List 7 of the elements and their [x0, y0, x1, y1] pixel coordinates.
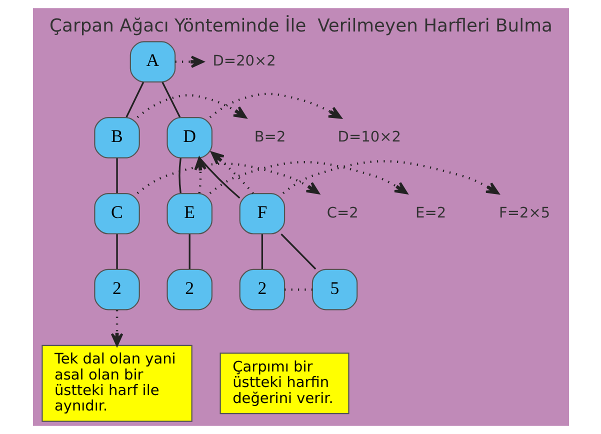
node-text: D=20×2 [212, 54, 276, 70]
node-text: B=2 [254, 130, 286, 146]
node-text: E=2 [415, 205, 446, 222]
diagram-title: Çarpan Ağacı Yönteminde İle Verilmeyen Harfleri Bulma [49, 15, 552, 36]
node-text: F=2×5 [498, 205, 550, 222]
node-text: C=2 [326, 205, 358, 222]
node-text: D=10×2 [337, 130, 400, 146]
